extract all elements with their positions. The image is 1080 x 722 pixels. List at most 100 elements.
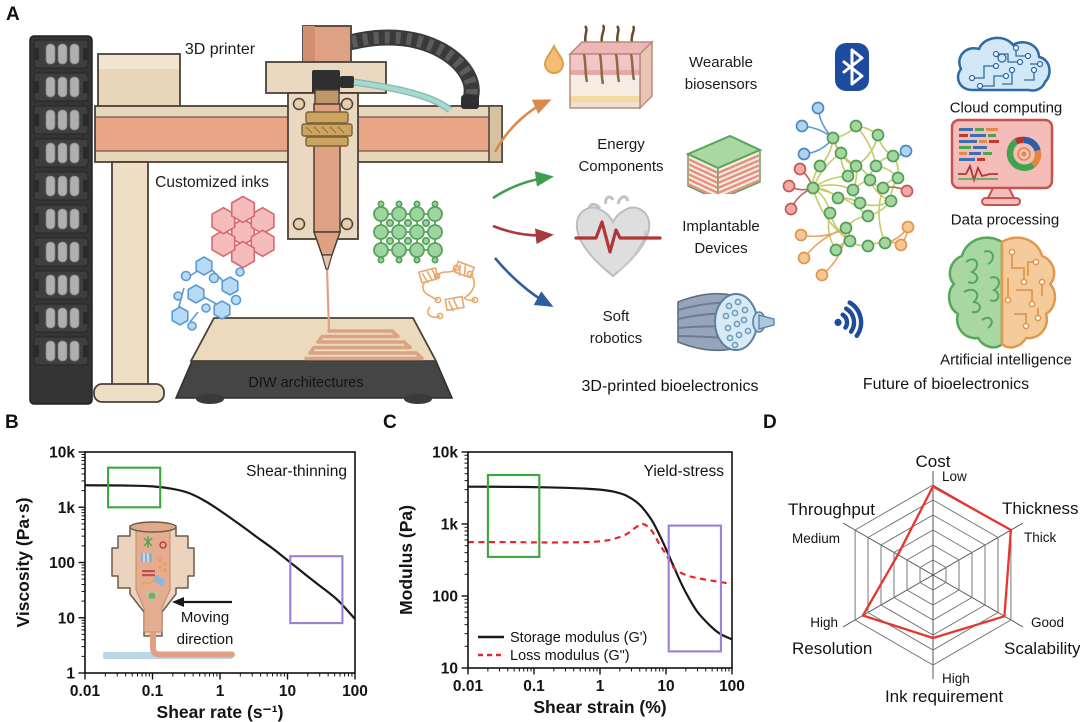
- radar-axis-tick: Thick: [1024, 530, 1057, 545]
- viscosity-chart: Moving direction 0.01 0.1 1 10 100 1 10 100 1k 10…: [13, 445, 368, 722]
- bed-label: DIW architectures: [248, 375, 363, 391]
- svg-text:100: 100: [719, 678, 745, 695]
- highlight-box: [107, 466, 162, 509]
- svg-text:10: 10: [657, 678, 674, 695]
- chart-annotation: Yield-stress: [644, 463, 725, 480]
- printer-title: 3D printer: [184, 41, 256, 58]
- radar-axis-tick: High: [942, 671, 970, 686]
- layered-stack-icon: [685, 134, 763, 194]
- radar-axis-tick: Medium: [792, 531, 840, 546]
- curve-viscosity: [84, 484, 356, 620]
- radar-axis-label: Throughput: [788, 500, 875, 519]
- svg-text:100: 100: [432, 589, 458, 606]
- radar-axis-label: Thickness: [1002, 499, 1079, 518]
- svg-text:1k: 1k: [441, 517, 459, 534]
- svg-text:10: 10: [279, 683, 296, 700]
- ink-fillers: [141, 536, 167, 602]
- curve-loss-modulus--g--: [467, 522, 733, 585]
- circuit-ink-icon: [417, 260, 479, 320]
- arrow-soft-robotics: [494, 257, 554, 307]
- future-label-data: Data processing: [950, 211, 1060, 229]
- panel-label-d: D: [763, 412, 777, 433]
- inset-label-line1: Moving: [181, 609, 229, 626]
- nozzle-tip: [321, 254, 333, 270]
- bluetooth-icon: [835, 43, 869, 91]
- arrow-energy: [492, 171, 554, 200]
- curve-storage-modulus--g--: [467, 485, 733, 641]
- cloud-computing-icon: [956, 36, 1051, 92]
- wireless-signal-icon: [834, 300, 864, 339]
- printer-illustration: DIW architectures: [29, 25, 503, 405]
- print-head: [265, 25, 453, 270]
- future-label-ai: Artificial intelligence: [940, 351, 1072, 369]
- radar-axis-tick: Low: [942, 469, 967, 484]
- ai-brain-icon: [947, 236, 1057, 349]
- radar-axis-label: Resolution: [792, 639, 872, 658]
- radar-axis-tick: High: [810, 615, 838, 630]
- radar-axis-label: Scalability: [1004, 639, 1080, 658]
- svg-text:1k: 1k: [58, 500, 76, 517]
- svg-text:10k: 10k: [432, 445, 458, 462]
- svg-text:1: 1: [66, 666, 75, 683]
- panel-label-c: C: [383, 412, 397, 433]
- y-axis-title: Modulus (Pa): [396, 505, 416, 615]
- svg-text:10: 10: [441, 661, 458, 678]
- print-bed: DIW architectures: [174, 317, 454, 404]
- svg-text:0.1: 0.1: [523, 678, 545, 695]
- svg-text:0.01: 0.01: [70, 683, 101, 700]
- svg-text:1: 1: [596, 678, 605, 695]
- svg-text:0.1: 0.1: [142, 683, 164, 700]
- x-axis-title: Shear rate (s⁻¹): [157, 702, 284, 722]
- radar-axis-label: Ink requirement: [885, 687, 1003, 706]
- heart-ecg-icon: [574, 195, 662, 278]
- legend-entry: Storage modulus (G'): [510, 630, 647, 646]
- future-label-cloud: Cloud computing: [949, 99, 1063, 117]
- panel-label-a: A: [6, 4, 20, 25]
- svg-text:100: 100: [49, 555, 75, 572]
- extruded-ink-line: [325, 267, 331, 332]
- network-graph-icon: [782, 101, 915, 282]
- svg-text:10: 10: [58, 610, 75, 627]
- panel-label-b: B: [5, 412, 19, 433]
- chart-annotation: Shear-thinning: [246, 463, 347, 480]
- data-processing-icon: [950, 118, 1054, 206]
- valve-connector: [312, 70, 340, 94]
- svg-text:1: 1: [216, 683, 225, 700]
- moving-direction-arrow: [172, 597, 184, 607]
- gantry-post: [111, 161, 149, 389]
- printed-serpentine-pattern: [304, 329, 424, 361]
- gantry-foot: [93, 383, 165, 403]
- svg-text:0.01: 0.01: [453, 678, 484, 695]
- radar-data-polygon: [861, 485, 1013, 640]
- x-axis-title: Shear strain (%): [533, 697, 666, 717]
- corrugated-cable: [344, 29, 480, 109]
- radar-axis-tick: Good: [1031, 615, 1064, 630]
- lattice-ink-icon: [373, 200, 443, 264]
- inset-label-line2: direction: [177, 631, 234, 648]
- highlight-box: [486, 473, 541, 558]
- legend-entry: Loss modulus (G"): [510, 648, 630, 664]
- highlight-box: [667, 524, 722, 653]
- nozzle-inset: Moving direction: [103, 521, 235, 659]
- arrow-wearable: [493, 99, 552, 153]
- application-arrows: [492, 99, 554, 307]
- svg-text:100: 100: [342, 683, 368, 700]
- skin-patch-icon: [543, 24, 654, 110]
- customized-inks-label: Customized inks: [155, 174, 269, 191]
- arrow-implantable: [492, 224, 554, 245]
- radar-axis-label: Cost: [916, 452, 951, 471]
- svg-text:10k: 10k: [49, 445, 75, 462]
- highlight-box: [289, 555, 344, 625]
- center-caption: 3D-printed bioelectronics: [581, 378, 759, 395]
- fiber-bundle-icon: [677, 292, 775, 352]
- y-axis-title: Viscosity (Pa·s): [13, 497, 33, 627]
- right-caption: Future of bioelectronics: [862, 376, 1030, 393]
- cable-chain: [29, 35, 93, 405]
